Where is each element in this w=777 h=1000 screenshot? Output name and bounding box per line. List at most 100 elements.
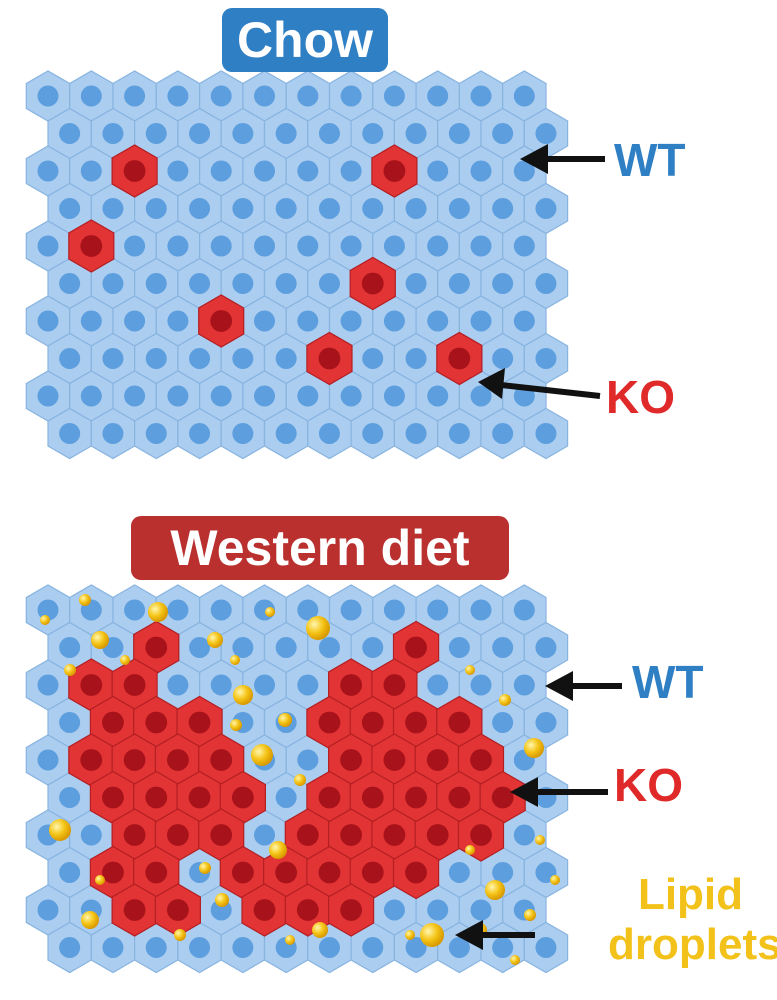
wt-nucleus xyxy=(232,423,254,444)
wt-nucleus xyxy=(318,198,340,219)
ko-nucleus xyxy=(167,824,189,846)
wt-nucleus xyxy=(254,310,276,332)
wt-nucleus xyxy=(470,160,492,182)
wt-nucleus xyxy=(102,123,124,144)
ko-nucleus xyxy=(210,824,233,846)
ko-nucleus xyxy=(296,824,319,846)
wt-nucleus xyxy=(37,899,59,921)
ko-nucleus xyxy=(102,861,124,884)
wt-nucleus xyxy=(210,385,232,407)
wt-nucleus xyxy=(254,85,276,107)
lipid-droplet xyxy=(174,929,186,941)
ko-nucleus xyxy=(123,674,146,696)
lipid-droplet xyxy=(465,845,475,855)
wt-nucleus xyxy=(297,599,319,621)
wt-nucleus xyxy=(535,712,557,733)
wt-nucleus xyxy=(513,160,535,182)
wt-nucleus xyxy=(427,235,449,257)
wt-nucleus xyxy=(535,273,557,294)
ko-nucleus xyxy=(145,636,168,659)
lipid-droplet xyxy=(251,744,273,766)
wt-nucleus xyxy=(59,423,81,444)
wt-nucleus xyxy=(470,599,492,621)
ko-nucleus xyxy=(405,786,427,809)
ko-nucleus xyxy=(361,786,384,809)
ko-nucleus xyxy=(123,899,146,921)
wt-nucleus xyxy=(59,198,81,219)
wt-nucleus xyxy=(37,160,59,182)
ko-nucleus xyxy=(318,347,341,370)
wt-nucleus xyxy=(297,235,319,257)
wt-nucleus xyxy=(535,937,557,958)
wt-nucleus xyxy=(80,160,102,182)
wt-nucleus xyxy=(492,273,514,294)
wt-nucleus xyxy=(318,423,340,444)
lipid-droplet xyxy=(524,909,536,921)
wt-nucleus xyxy=(383,899,405,921)
wt-nucleus xyxy=(427,674,449,696)
wt-nucleus xyxy=(470,310,492,332)
lipid-droplet xyxy=(81,911,99,929)
ko-label-chow: KO xyxy=(606,371,675,423)
wt-nucleus xyxy=(448,423,470,444)
wt-nucleus xyxy=(254,235,276,257)
wt-nucleus xyxy=(513,310,535,332)
wt-nucleus xyxy=(210,160,232,182)
arrow-wt-chow-head xyxy=(520,144,548,174)
lipid-droplet xyxy=(64,664,76,676)
ko-nucleus xyxy=(145,786,168,809)
wt-nucleus xyxy=(405,423,427,444)
ko-nucleus xyxy=(470,824,492,846)
wt-nucleus xyxy=(210,674,232,696)
wt-nucleus xyxy=(59,787,81,808)
wt-nucleus xyxy=(102,348,124,369)
wt-nucleus xyxy=(448,637,470,658)
ko-nucleus xyxy=(80,674,103,696)
wt-nucleus xyxy=(448,273,470,294)
lipid-droplet xyxy=(233,685,253,705)
wt-nucleus xyxy=(189,123,211,144)
wt-nucleus xyxy=(210,599,232,621)
wt-nucleus xyxy=(448,198,470,219)
wt-nucleus xyxy=(492,423,514,444)
lipid-droplet xyxy=(278,713,292,727)
wt-nucleus xyxy=(59,637,81,658)
ko-nucleus xyxy=(231,861,254,884)
wt-nucleus xyxy=(362,423,384,444)
wt-nucleus xyxy=(254,824,276,846)
wt-nucleus xyxy=(470,85,492,107)
lipid-droplets-layer xyxy=(40,594,560,965)
wt-nucleus xyxy=(145,423,167,444)
chow-title-badge: Chow xyxy=(222,8,388,72)
wt-nucleus xyxy=(37,385,59,407)
wt-nucleus xyxy=(535,348,557,369)
wt-nucleus xyxy=(232,198,254,219)
ko-nucleus xyxy=(361,711,384,734)
lipid-droplet xyxy=(230,719,242,731)
wt-nucleus xyxy=(513,599,535,621)
wt-nucleus xyxy=(124,385,146,407)
ko-nucleus xyxy=(123,824,146,846)
wt-nucleus xyxy=(275,637,297,658)
lipid-droplet xyxy=(91,631,109,649)
ko-nucleus xyxy=(361,861,384,884)
wt-nucleus xyxy=(492,712,514,733)
wt-nucleus xyxy=(37,310,59,332)
ko-nucleus xyxy=(123,749,146,771)
lipid-droplet xyxy=(79,594,91,606)
wt-nucleus xyxy=(167,599,189,621)
wt-nucleus xyxy=(470,674,492,696)
arrows-layer xyxy=(455,144,622,950)
ko-nucleus xyxy=(275,861,298,884)
wt-nucleus xyxy=(340,385,362,407)
wt-nucleus xyxy=(145,937,167,958)
wt-nucleus xyxy=(427,85,449,107)
wt-nucleus xyxy=(232,273,254,294)
wt-nucleus xyxy=(275,348,297,369)
wt-nucleus xyxy=(102,937,124,958)
lipid-droplet xyxy=(215,893,229,907)
lipid-droplet xyxy=(499,694,511,706)
wt-nucleus xyxy=(362,937,384,958)
ko-nucleus xyxy=(448,347,471,370)
wt-nucleus xyxy=(37,674,59,696)
